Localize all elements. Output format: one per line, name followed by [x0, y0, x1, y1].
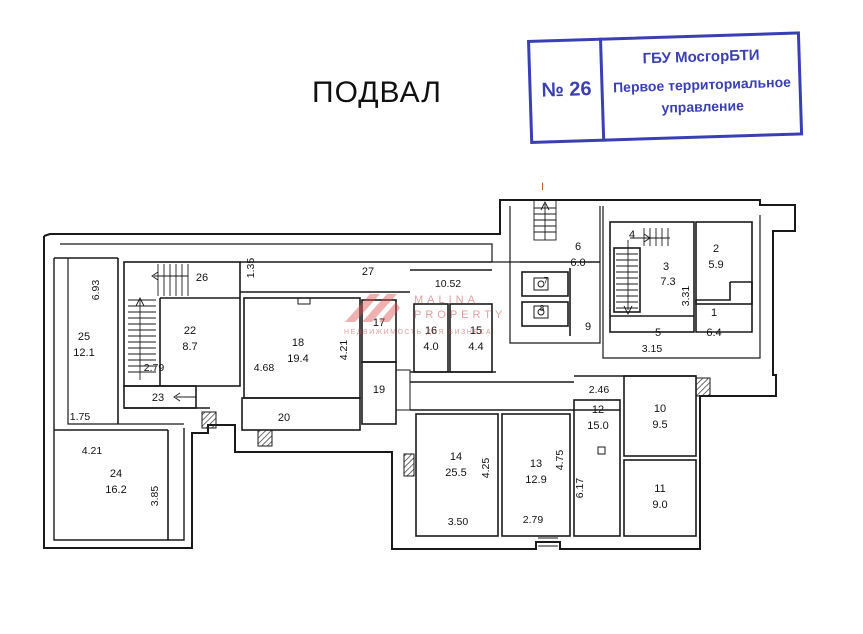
room-area-1: 6.4: [706, 327, 721, 339]
room-number-6: 6: [575, 241, 581, 253]
entrance-marker: I: [541, 181, 544, 193]
dimension-3-15: 3.15: [642, 343, 663, 355]
room-number-25: 25: [78, 331, 90, 343]
room-number-5: 5: [655, 327, 661, 339]
dimension-1-35: 1.35: [245, 258, 257, 279]
hatched-columns: [201, 369, 711, 477]
dimension-10-52: 10.52: [435, 278, 461, 290]
room-area-22: 8.7: [182, 341, 197, 353]
dimension-2-79-a: 2.79: [144, 362, 165, 374]
dimension-3-50: 3.50: [448, 516, 469, 528]
room-number-17: 17: [373, 317, 385, 329]
room-area-16: 4.0: [423, 341, 438, 353]
room-area-6: 6.0: [570, 257, 585, 269]
room-area-12: 15.0: [587, 420, 608, 432]
room-number-9: 9: [585, 321, 591, 333]
column-icon: [597, 446, 606, 455]
room-number-2: 2: [713, 243, 719, 255]
floor-title: ПОДВАЛ: [312, 76, 442, 109]
room-number-16: 16: [425, 325, 437, 337]
room-number-22: 22: [184, 325, 196, 337]
stairs: [128, 199, 670, 547]
room-number-14: 14: [450, 451, 462, 463]
dimension-4-21-b: 4.21: [82, 445, 103, 457]
fixtures: [297, 277, 606, 455]
room-number-20: 20: [278, 412, 290, 424]
room-area-3: 7.3: [660, 276, 675, 288]
room-area-11: 9.0: [652, 499, 667, 511]
room-number-12: 12: [592, 404, 604, 416]
dimension-4-75: 4.75: [554, 450, 566, 471]
watermark-logo: [345, 294, 400, 322]
room-number-15: 15: [470, 325, 482, 337]
room-area-24: 16.2: [105, 484, 126, 496]
room-number-1: 1: [711, 307, 717, 319]
room-number-24: 24: [110, 468, 122, 480]
room-number-11: 11: [654, 483, 665, 495]
room-number-3: 3: [663, 261, 669, 273]
room-number-4: 4: [629, 229, 635, 241]
dimension-2-79-b: 2.79: [523, 514, 544, 526]
toilet-icon: [533, 277, 549, 291]
toilet-bowl-icon-2: [537, 308, 545, 316]
stair-entrance: [533, 199, 557, 241]
room-number-8: 8: [540, 304, 545, 313]
room-area-15: 4.4: [468, 341, 483, 353]
outer-walls: [43, 199, 796, 550]
room-number-26: 26: [196, 272, 208, 284]
room-number-7: 7: [544, 276, 549, 285]
interior-walls: [54, 221, 753, 540]
dimension-3-31: 3.31: [680, 286, 692, 307]
room-area-14: 25.5: [445, 467, 466, 479]
room-area-10: 9.5: [652, 419, 667, 431]
dimension-1-75: 1.75: [70, 411, 91, 423]
stair-right: [616, 228, 670, 316]
dimension-labels: 6.93 1.35 10.52 2.79 4.68 4.21 1.75 4.21…: [70, 258, 692, 528]
toilet-icon-2: [533, 305, 549, 319]
room-area-18: 19.4: [287, 353, 308, 365]
dimension-4-21-a: 4.21: [338, 340, 350, 361]
room-area-2: 5.9: [708, 259, 723, 271]
dimension-4-25: 4.25: [480, 458, 492, 479]
toilet-bowl-icon: [537, 280, 545, 288]
stair-left: [128, 264, 196, 402]
room-area-25: 12.1: [73, 347, 94, 359]
room-number-19: 19: [373, 384, 385, 396]
room-number-10: 10: [654, 403, 666, 415]
vent-icon: [297, 297, 311, 305]
room-number-18: 18: [292, 337, 304, 349]
dimension-3-85: 3.85: [149, 486, 161, 507]
stair-bottom: [538, 537, 558, 547]
entrance-mark-label: I: [541, 181, 544, 193]
room-labels: 1 6.4 2 5.9 3 7.3 4 5 6 6.0 7 8 9 10 9.5…: [73, 229, 723, 511]
dimension-6-17: 6.17: [574, 478, 586, 499]
room-number-13: 13: [530, 458, 542, 470]
room-number-23: 23: [152, 392, 164, 404]
dimension-4-68: 4.68: [254, 362, 275, 374]
room-area-13: 12.9: [525, 474, 546, 486]
room-number-27: 27: [362, 266, 374, 278]
dimension-2-46: 2.46: [589, 384, 610, 396]
dimension-6-93: 6.93: [90, 280, 102, 301]
